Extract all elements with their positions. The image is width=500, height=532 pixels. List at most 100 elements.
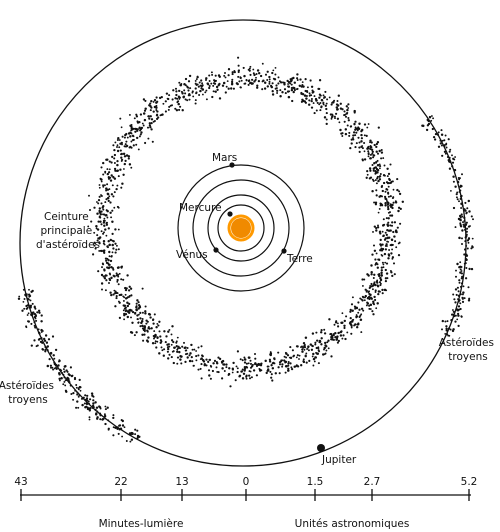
asteroid-dot	[362, 296, 365, 299]
asteroid-dot	[132, 138, 135, 141]
asteroid-dot	[385, 181, 389, 184]
asteroid-dot	[112, 268, 115, 271]
asteroid-dot	[358, 150, 361, 153]
asteroid-dot	[398, 192, 402, 196]
asteroid-dot	[378, 281, 382, 284]
asteroid-dot	[114, 251, 117, 254]
asteroid-dot	[328, 96, 331, 99]
asteroid-dot	[394, 201, 398, 204]
asteroid-dot	[312, 364, 315, 367]
asteroid-dot	[106, 172, 109, 176]
asteroid-dot	[430, 119, 433, 122]
asteroid-dot	[33, 315, 37, 319]
asteroid-dot	[249, 65, 252, 68]
asteroid-dot	[147, 115, 151, 118]
asteroid-dot	[356, 315, 359, 318]
asteroid-dot	[133, 117, 136, 120]
asteroid-dot	[178, 96, 181, 99]
asteroid-dot	[454, 226, 457, 229]
asteroid-dot	[283, 88, 287, 91]
asteroid-dot	[261, 62, 264, 65]
asteroid-dot	[143, 118, 147, 122]
asteroid-dot	[316, 101, 319, 104]
asteroid-dot	[63, 370, 66, 373]
asteroid-dot	[371, 150, 374, 153]
asteroid-dot	[212, 90, 215, 93]
asteroid-dot	[190, 343, 193, 347]
asteroid-dot	[369, 286, 372, 289]
asteroid-dot	[292, 90, 295, 94]
asteroid-dot	[150, 121, 153, 125]
asteroid-dot	[381, 254, 384, 257]
asteroid-dot	[78, 394, 81, 397]
asteroid-dot	[439, 142, 442, 145]
asteroid-dot	[107, 419, 110, 422]
asteroid-dot	[213, 79, 217, 83]
asteroid-dot	[327, 339, 330, 342]
asteroid-dot	[295, 364, 298, 367]
asteroid-dot	[109, 179, 113, 182]
asteroid-dot	[458, 279, 461, 282]
asteroid-dot	[58, 360, 60, 363]
asteroid-dot	[330, 335, 333, 339]
asteroid-dot	[153, 330, 156, 333]
asteroid-dot	[364, 296, 366, 299]
asteroid-dot	[303, 348, 306, 351]
asteroid-dot	[165, 92, 169, 95]
asteroid-dot	[180, 355, 183, 358]
asteroid-dot	[251, 78, 254, 81]
asteroid-dot	[304, 78, 307, 81]
asteroid-dot	[318, 350, 321, 353]
asteroid-dot	[30, 312, 33, 315]
asteroid-dot	[172, 361, 175, 365]
asteroid-dot	[454, 275, 458, 278]
asteroid-dot	[287, 364, 290, 367]
asteroid-dot	[390, 224, 394, 227]
asteroid-dot	[292, 355, 295, 358]
asteroid-dot	[122, 173, 125, 176]
asteroid-dot	[369, 139, 372, 142]
asteroid-dot	[247, 362, 250, 365]
asteroid-dot	[240, 86, 242, 89]
asteroid-dot	[48, 358, 51, 361]
asteroid-dot	[224, 72, 226, 74]
asteroid-dot	[330, 103, 333, 106]
asteroid-dot	[307, 103, 311, 106]
asteroid-dot	[243, 356, 246, 359]
asteroid-dot	[456, 191, 459, 194]
asteroid-dot	[232, 361, 235, 365]
earth-planet	[281, 248, 287, 254]
asteroid-dot	[129, 287, 133, 290]
asteroid-dot	[112, 240, 115, 243]
asteroid-dot	[103, 224, 106, 227]
asteroid-dot	[369, 144, 372, 147]
asteroid-dot	[376, 302, 379, 305]
asteroid-dot	[162, 354, 165, 357]
asteroid-dot	[224, 91, 227, 94]
asteroid-dot	[130, 166, 133, 169]
asteroid-dot	[352, 137, 354, 139]
asteroid-dot	[111, 243, 114, 247]
asteroid-dot	[221, 367, 224, 370]
asteroid-dot	[430, 115, 433, 117]
asteroid-dot	[392, 188, 395, 191]
asteroid-dot	[123, 314, 126, 317]
asteroid-dot	[289, 362, 292, 365]
asteroid-dot	[103, 413, 106, 416]
asteroid-dot	[386, 203, 390, 206]
asteroid-dot	[134, 433, 137, 436]
asteroid-dot	[388, 177, 391, 181]
asteroid-dot	[386, 201, 389, 204]
asteroid-dot	[128, 285, 131, 288]
asteroid-dot	[462, 221, 464, 224]
asteroid-dot	[451, 313, 454, 316]
asteroid-dot	[433, 138, 437, 141]
asteroid-dot	[207, 369, 211, 372]
asteroid-dot	[276, 92, 279, 94]
asteroid-dot	[235, 82, 239, 85]
asteroid-dot	[277, 76, 280, 79]
asteroid-dot	[446, 155, 449, 159]
asteroid-dot	[205, 79, 207, 81]
asteroid-dot	[149, 102, 152, 105]
asteroid-dot	[177, 347, 180, 350]
